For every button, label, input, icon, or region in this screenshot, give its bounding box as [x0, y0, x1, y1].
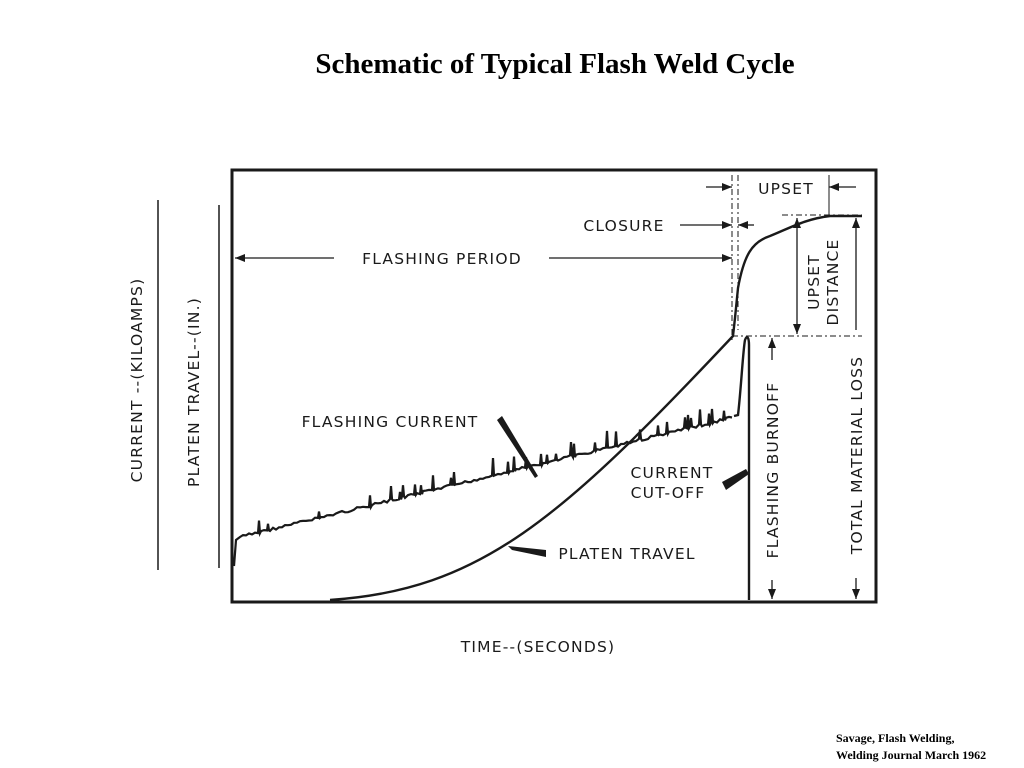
- closure-arrowhead-right: [738, 221, 748, 229]
- upset-distance-arrowhead-bottom: [793, 324, 801, 334]
- flashing-period-label: FLASHING PERIOD: [362, 250, 522, 268]
- current-cutoff-spike: [733, 335, 751, 600]
- flashing-period-arrowhead-right: [722, 254, 732, 262]
- total-loss-arrowhead-top: [852, 218, 860, 228]
- flashing-burnoff-label: FLASHING BURNOFF: [764, 382, 782, 559]
- closure-arrowhead-left: [722, 221, 732, 229]
- citation-line-1: Savage, Flash Welding,: [836, 731, 955, 745]
- citation-line-2: Welding Journal March 1962: [836, 748, 987, 762]
- flashing-current-curve: [232, 408, 733, 567]
- total-material-loss-label: TOTAL MATERIAL LOSS: [848, 356, 866, 555]
- upset-distance-arrowhead-top: [793, 218, 801, 228]
- flashing-burnoff-arrowhead-bottom: [768, 589, 776, 599]
- current-cutoff-pointer: [722, 469, 749, 490]
- slide-title: Schematic of Typical Flash Weld Cycle: [315, 48, 795, 80]
- upset-label: UPSET: [758, 180, 814, 198]
- flashing-period-arrowhead-left: [235, 254, 245, 262]
- closure-label: CLOSURE: [583, 217, 664, 235]
- platen-travel-curve: [329, 214, 862, 602]
- flashing-current-label: FLASHING CURRENT: [302, 413, 479, 431]
- platen-travel-pointer: [508, 546, 546, 557]
- upset-distance-label-2: DISTANCE: [824, 238, 842, 325]
- plot-frame: [230, 168, 878, 604]
- citation: Savage, Flash Welding, Welding Journal M…: [836, 730, 986, 764]
- x-axis-label: TIME--(SECONDS): [460, 638, 616, 656]
- platen-travel-label: PLATEN TRAVEL: [558, 545, 695, 563]
- y-axis-outer-label: CURRENT --(KILOAMPS): [128, 278, 146, 483]
- current-cutoff-label-1: CURRENT: [631, 464, 714, 482]
- total-loss-arrowhead-bottom: [852, 589, 860, 599]
- upset-arrowhead-left: [722, 183, 732, 191]
- flashing-current-pointer: [497, 416, 538, 478]
- upset-distance-label-1: UPSET: [805, 254, 823, 310]
- flashing-burnoff-arrowhead-top: [768, 338, 776, 348]
- upset-arrowhead-right: [829, 183, 839, 191]
- y-axis-inner-label: PLATEN TRAVEL--(IN.): [185, 297, 203, 487]
- current-cutoff-label-2: CUT-OFF: [631, 484, 706, 502]
